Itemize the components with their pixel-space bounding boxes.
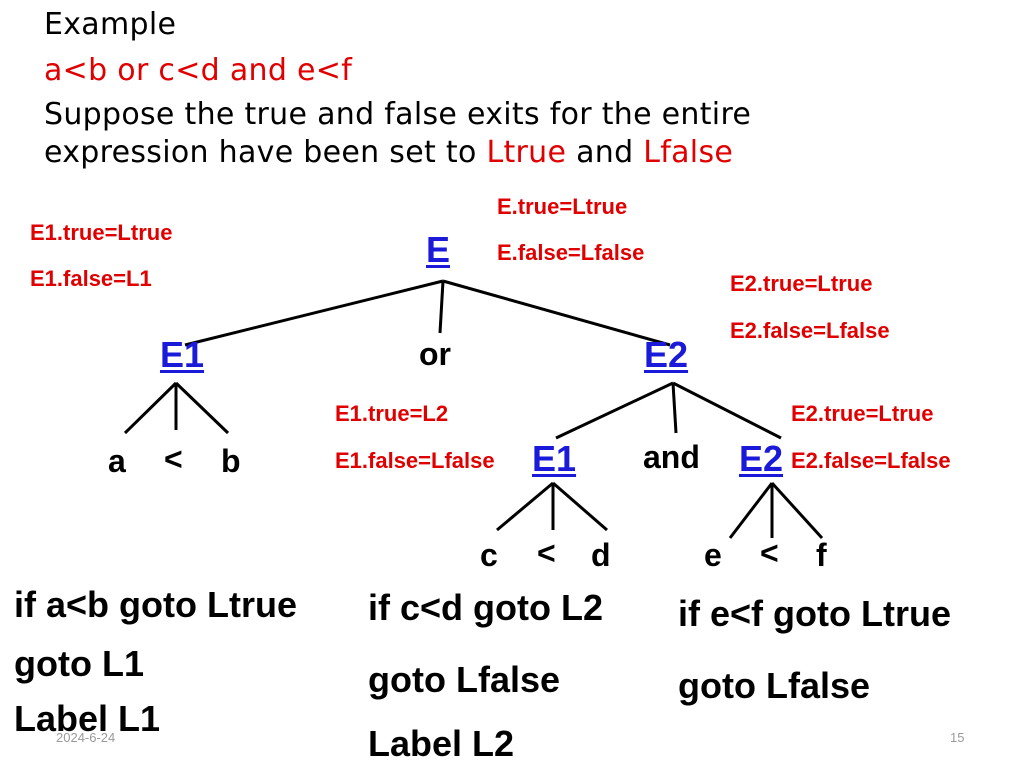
description-line-1: Suppose the true and false exits for the…: [44, 97, 752, 132]
footer-date: 2024-6-24: [56, 730, 116, 745]
annotation-inner-right-false: E2.false=Lfalse: [791, 448, 951, 473]
edge-root-or: [438, 280, 445, 334]
node-and: and: [643, 439, 700, 475]
edge-right-e2: [672, 381, 782, 440]
code-col3-line1: if e<f goto Ltrue: [678, 593, 951, 634]
code-col2-line3: Label L2: [368, 723, 515, 764]
node-inner-e1: E1: [532, 438, 577, 479]
leaf-lt-3: <: [760, 535, 779, 571]
annotation-right-true: E2.true=Ltrue: [730, 271, 873, 296]
slide-title: Example: [44, 7, 177, 42]
description-prefix: expression have been set to: [44, 135, 487, 170]
edge-right-and: [671, 382, 678, 434]
description-line-2: expression have been set to Ltrue and Lf…: [44, 138, 733, 168]
annotation-right-false: E2.false=Lfalse: [730, 318, 890, 343]
leaf-c: c: [480, 537, 498, 573]
annotation-inner-right-true: E2.true=Ltrue: [791, 401, 934, 426]
code-col1-line2: goto L1: [14, 643, 144, 684]
code-col2-line1: if c<d goto L2: [368, 587, 604, 628]
node-or: or: [419, 336, 451, 372]
node-inner-e2: E2: [739, 438, 784, 479]
leaf-a: a: [108, 443, 126, 479]
edge-left-b: [174, 381, 230, 435]
annotation-inner-left-false: E1.false=Lfalse: [335, 448, 495, 473]
edge-e2-f: [770, 481, 824, 540]
annotation-left-false: E1.false=L1: [30, 266, 152, 291]
edge-e1-d: [552, 481, 608, 532]
edge-left-a: [123, 381, 178, 435]
annotation-inner-left-true: E1.true=L2: [335, 401, 449, 426]
node-root-e: E: [426, 229, 451, 270]
leaf-lt-2: <: [537, 535, 556, 571]
leaf-b: b: [221, 443, 241, 479]
edge-right-e1: [555, 381, 674, 440]
edge-root-left: [184, 279, 444, 347]
footer-page-number: 15: [950, 730, 965, 745]
description-lfalse: Lfalse: [643, 135, 734, 170]
node-e1: E1: [160, 334, 205, 375]
code-col1-line3: Label L1: [14, 698, 161, 739]
expression: a<b or c<d and e<f: [44, 53, 353, 88]
code-col1-line1: if a<b goto Ltrue: [14, 584, 297, 625]
code-col3-line2: goto Lfalse: [678, 665, 871, 706]
edge-e1-c: [496, 481, 554, 532]
edge-root-right: [442, 279, 671, 347]
annotation-left-true: E1.true=Ltrue: [30, 220, 173, 245]
annotation-root-true: E.true=Ltrue: [497, 194, 628, 219]
code-col2-line2: goto Lfalse: [368, 659, 561, 700]
leaf-f: f: [816, 537, 827, 573]
description-and: and: [566, 135, 644, 170]
annotation-root-false: E.false=Lfalse: [497, 240, 645, 265]
node-e2: E2: [644, 334, 689, 375]
leaf-e: e: [704, 537, 722, 573]
description-ltrue: Ltrue: [486, 135, 567, 170]
leaf-d: d: [591, 537, 611, 573]
leaf-lt-1: <: [164, 441, 183, 477]
edge-e2-e: [728, 482, 774, 539]
